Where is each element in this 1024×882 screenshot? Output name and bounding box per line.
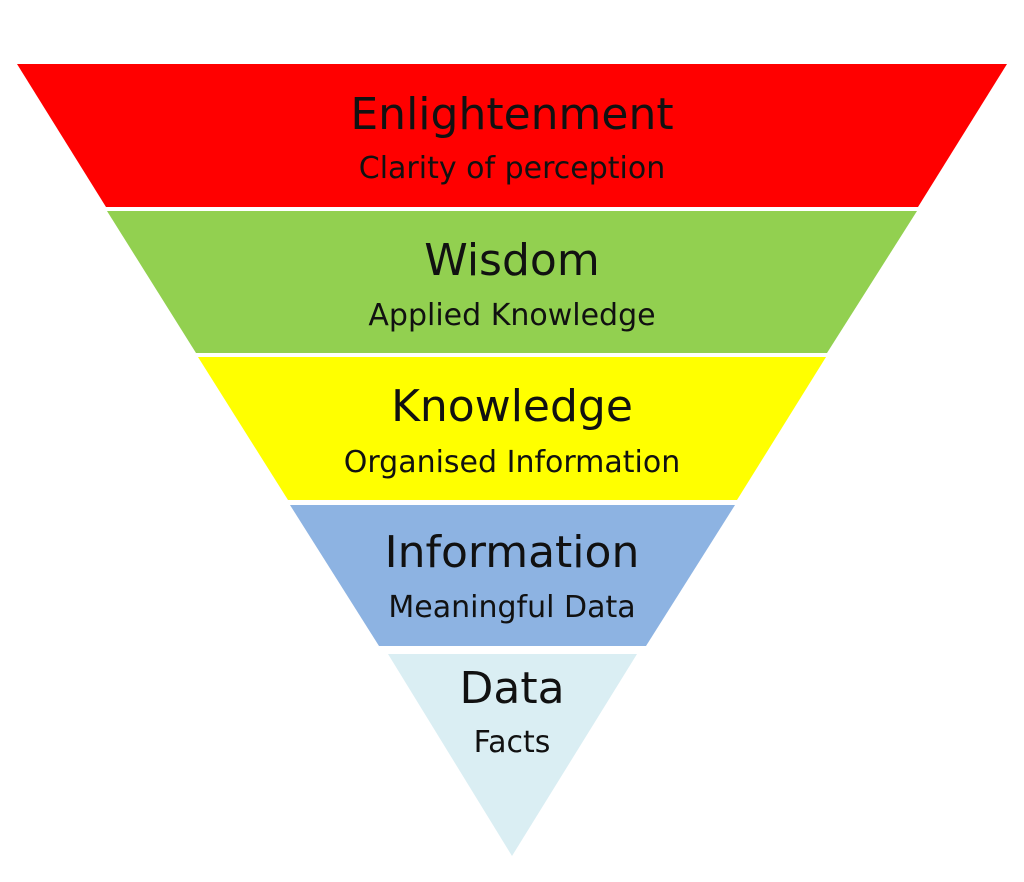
layer-information-title: Information <box>385 527 640 578</box>
layer-data-title: Data <box>459 663 564 714</box>
layer-wisdom: Wisdom Applied Knowledge <box>107 211 917 353</box>
layer-wisdom-subtitle: Applied Knowledge <box>368 298 655 333</box>
layer-data-shape <box>388 654 637 856</box>
layer-enlightenment-subtitle: Clarity of perception <box>359 151 665 186</box>
layer-information-subtitle: Meaningful Data <box>388 590 635 625</box>
layer-wisdom-title: Wisdom <box>424 235 599 286</box>
layer-knowledge-shape <box>198 357 826 500</box>
layer-data: Data Facts <box>388 654 637 856</box>
layer-enlightenment-shape <box>17 64 1007 207</box>
layer-knowledge-title: Knowledge <box>391 381 633 432</box>
layer-information-shape <box>290 505 735 646</box>
layer-wisdom-shape <box>107 211 917 353</box>
layer-enlightenment-title: Enlightenment <box>350 89 673 140</box>
layer-knowledge-subtitle: Organised Information <box>344 445 681 480</box>
layer-data-subtitle: Facts <box>474 725 551 760</box>
layer-knowledge: Knowledge Organised Information <box>198 357 826 500</box>
layer-information: Information Meaningful Data <box>290 505 735 646</box>
layer-enlightenment: Enlightenment Clarity of perception <box>17 64 1007 207</box>
